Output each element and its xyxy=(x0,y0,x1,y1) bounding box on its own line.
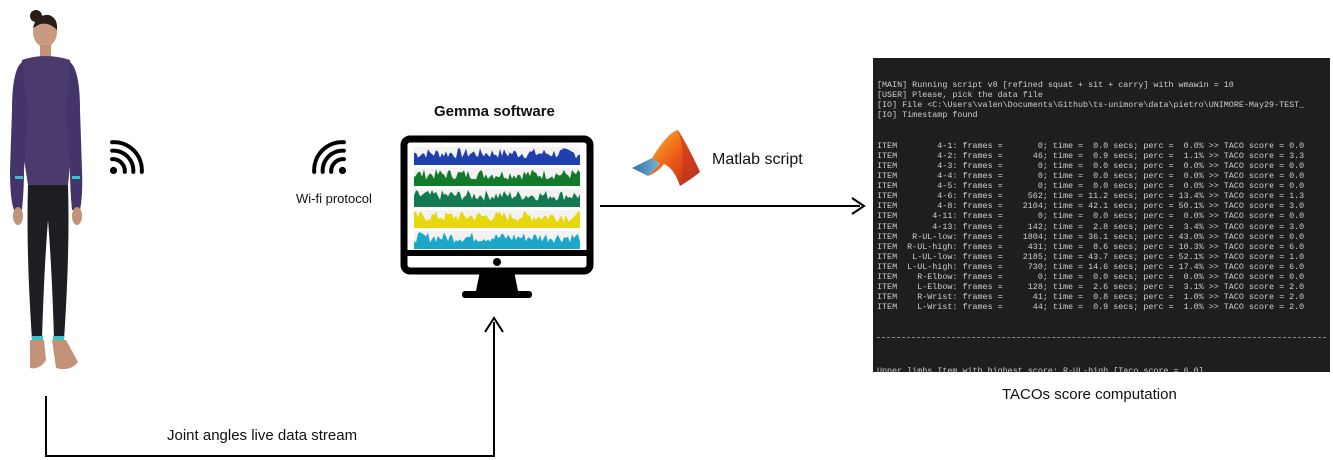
matlab-script-label: Matlab script xyxy=(712,151,803,168)
console-arrowhead xyxy=(851,197,866,215)
console-item-line: ITEM L-Wrist: frames = 44; time = 0.9 se… xyxy=(877,302,1305,313)
console-items-block: ITEM 4-1: frames = 0; time = 0.0 secs; p… xyxy=(877,141,1326,313)
console-separator xyxy=(877,336,1326,346)
waveform-group xyxy=(414,147,580,249)
console-item-line: ITEM R-UL-high: frames = 431; time = 8.6… xyxy=(877,241,1305,252)
console-item-line: ITEM 4-8: frames = 2104; time = 42.1 sec… xyxy=(877,201,1305,212)
tacos-score-label: TACOs score computation xyxy=(1002,386,1177,403)
matlab-console-output: [MAIN] Running script v8 [refined squat … xyxy=(873,58,1330,372)
gemma-software-title: Gemma software xyxy=(434,103,555,120)
wifi-signal-icon xyxy=(109,140,144,175)
console-header-line: [USER] Please, pick the data file xyxy=(877,90,1043,101)
console-item-line: ITEM L-UL-low: frames = 2185; time = 43.… xyxy=(877,251,1305,262)
stream-arrowhead xyxy=(484,316,504,333)
waveform-trace xyxy=(414,190,580,207)
console-item-line: ITEM R-Elbow: frames = 0; time = 0.0 sec… xyxy=(877,271,1305,282)
waveform-trace xyxy=(414,169,580,186)
console-item-line: ITEM L-Elbow: frames = 128; time = 2.6 s… xyxy=(877,282,1305,293)
console-item-line: ITEM 4-13: frames = 142; time = 2.8 secs… xyxy=(877,221,1305,232)
person-sensor-suit-illustration xyxy=(10,10,83,370)
console-item-line: ITEM R-Wrist: frames = 41; time = 0.8 se… xyxy=(877,292,1305,303)
console-item-line: ITEM 4-4: frames = 0; time = 0.0 secs; p… xyxy=(877,171,1305,182)
console-summary-block: Upper limbs Item with highest score: R-U… xyxy=(877,366,1326,372)
console-item-line: ITEM 4-5: frames = 0; time = 0.0 secs; p… xyxy=(877,181,1305,192)
console-header-line: [MAIN] Running script v8 [refined squat … xyxy=(877,80,1234,91)
console-header-line: [IO] File <C:\Users\valen\Documents\Gith… xyxy=(877,100,1305,111)
console-summary-line: Upper limbs Item with highest score: R-U… xyxy=(877,365,1204,372)
console-item-line: ITEM 4-11: frames = 0; time = 0.0 secs; … xyxy=(877,211,1305,222)
console-item-line: ITEM L-UL-high: frames = 730; time = 14.… xyxy=(877,261,1305,272)
stream-arrow-path xyxy=(45,322,495,457)
console-item-line: ITEM 4-6: frames = 562; time = 11.2 secs… xyxy=(877,191,1305,202)
console-item-line: ITEM 4-3: frames = 0; time = 0.0 secs; p… xyxy=(877,160,1305,171)
waveform-trace xyxy=(414,211,580,228)
waveform-trace xyxy=(414,232,580,249)
monitor-icon xyxy=(400,135,594,298)
joint-angles-stream-label: Joint angles live data stream xyxy=(167,427,358,444)
console-item-line: ITEM 4-2: frames = 46; time = 0.9 secs; … xyxy=(877,150,1305,161)
wifi-protocol-label: Wi-fi protocol xyxy=(296,191,372,206)
matlab-logo-icon xyxy=(632,130,700,186)
console-header-block: [MAIN] Running script v8 [refined squat … xyxy=(877,80,1326,120)
console-header-line: [IO] Timestamp found xyxy=(877,110,978,121)
console-item-line: ITEM 4-1: frames = 0; time = 0.0 secs; p… xyxy=(877,140,1305,151)
console-item-line: ITEM R-UL-low: frames = 1804; time = 36.… xyxy=(877,231,1305,242)
waveform-trace xyxy=(414,148,580,165)
wifi-protocol-icon xyxy=(312,140,347,175)
